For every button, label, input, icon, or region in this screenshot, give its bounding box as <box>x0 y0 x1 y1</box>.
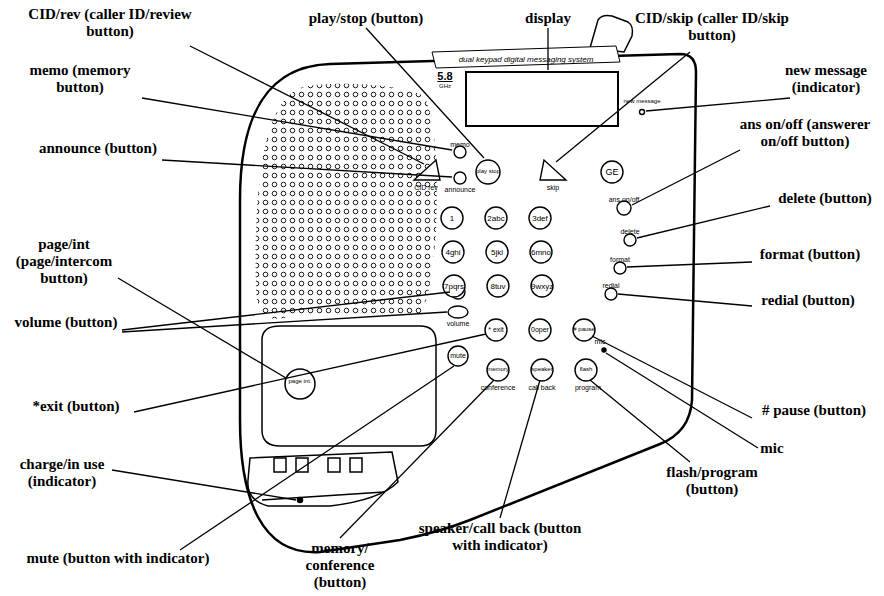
callout-label: CID/skip (caller ID/skip button) <box>617 10 807 44</box>
callout-label: charge/in use (indicator) <box>7 456 117 490</box>
leader-lines <box>112 28 790 550</box>
callout-label: volume (button) <box>11 314 121 331</box>
callout-label: redial (button) <box>753 292 863 309</box>
device-marking: ans on/off <box>602 196 646 204</box>
callout-label: ans on/off (answerer on/off button) <box>730 116 880 150</box>
keypad-buttons <box>414 110 645 382</box>
callout-label: display <box>503 10 593 27</box>
speaker-grille <box>256 84 437 319</box>
device-marking: redial <box>594 282 628 290</box>
device-marking: mute <box>448 352 468 360</box>
callout-label: play/stop (button) <box>291 10 441 27</box>
device-marking: 5.8 <box>433 70 457 82</box>
device-marking: GHz <box>433 83 457 90</box>
device-marking: call back <box>522 384 562 392</box>
device-marking: program <box>571 384 605 392</box>
device-marking: 9wxyz <box>531 282 553 291</box>
callout-label: memo (memory button) <box>5 62 155 96</box>
device-marking: announce <box>440 186 480 194</box>
callout-label: memory/ conference (button) <box>285 540 395 591</box>
device-marking: format <box>603 256 637 264</box>
device-marking: 6mno <box>530 248 552 257</box>
device-marking: 1 <box>442 214 462 223</box>
device-marking: 2abc <box>485 214 507 223</box>
device-marking: conference <box>478 384 518 392</box>
device-marking: dual keypad digital messaging system <box>431 55 621 64</box>
device-marking: * exit <box>485 326 507 334</box>
device-marking: page int. <box>287 378 313 385</box>
callout-label: mic <box>747 440 797 457</box>
device-marking: new message <box>622 98 662 105</box>
device-marking: flash <box>575 366 597 373</box>
device-marking: 7pqrs <box>443 282 465 291</box>
device-marking: mic <box>590 338 610 346</box>
base-housing <box>240 16 696 553</box>
handset-cradle <box>248 326 436 506</box>
device-marking: skip <box>538 184 568 192</box>
callout-label: format (button) <box>755 246 865 263</box>
device-marking: play stop <box>476 168 500 175</box>
device-marking: 0oper <box>529 326 551 334</box>
device-marking: 3def <box>529 214 551 223</box>
callout-label: # pause (button) <box>754 402 874 419</box>
device-marking: speaker <box>531 366 553 373</box>
callout-label: delete (button) <box>770 190 880 207</box>
callout-label: announce (button) <box>23 140 173 157</box>
callout-label: new message (indicator) <box>776 62 876 96</box>
device-marking: 8tuv <box>487 282 509 291</box>
device-marking: 4ghi <box>443 248 463 257</box>
device-marking: CID rev <box>406 184 446 192</box>
device-marking: 5jkl <box>486 248 508 257</box>
device-marking: delete <box>613 228 647 236</box>
device-marking: GE <box>602 167 622 177</box>
callout-label: page/int (page/intercom button) <box>4 236 124 287</box>
device-marking: volume <box>441 320 475 328</box>
device-marking: memory <box>487 366 509 373</box>
callout-label: CID/rev (caller ID/review button) <box>5 6 215 40</box>
callout-label: mute (button with indicator) <box>8 550 228 567</box>
callout-label: speaker/call back (button with indicator… <box>405 520 595 554</box>
callout-label: flash/program (button) <box>647 464 777 498</box>
device-marking: # pause <box>573 326 595 333</box>
device-marking: memo <box>445 141 475 149</box>
callout-label: *exit (button) <box>16 398 136 415</box>
